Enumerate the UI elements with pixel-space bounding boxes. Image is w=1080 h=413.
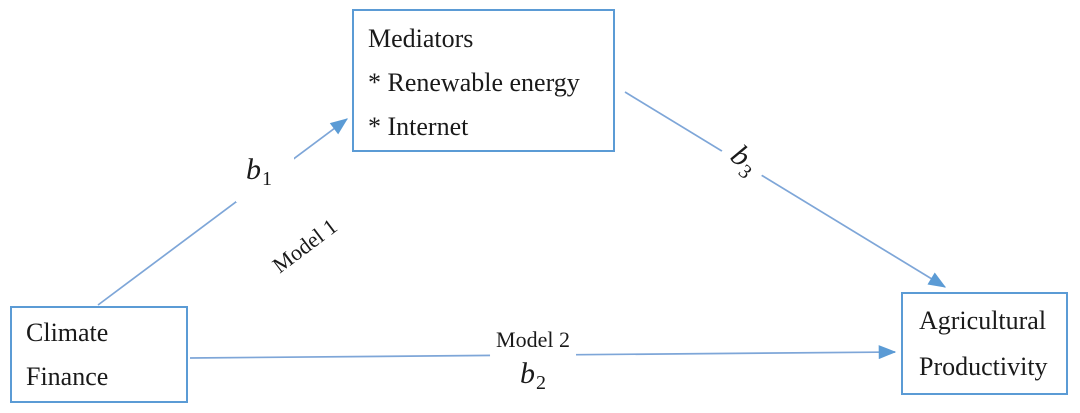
path-label-model2: Model 2 (496, 327, 570, 352)
mediators-item-internet: * Internet (368, 112, 469, 141)
path-label-b2: b2 (519, 357, 546, 394)
agricultural-productivity-line1: Agricultural (919, 306, 1047, 335)
agricultural-productivity-line2: Productivity (919, 352, 1048, 381)
path-label-model2-b2: Model 2 b2 (490, 325, 576, 402)
mediators-item-renewable-energy: * Renewable energy (368, 68, 580, 97)
climate-finance-line1: Climate (26, 318, 109, 347)
b2-subscript: 2 (535, 372, 546, 394)
arrow-mediators-to-agricultural (624, 91, 947, 288)
climate-finance-line2: Finance (26, 362, 109, 391)
node-climate-finance: Climate Finance (10, 306, 188, 403)
path-label-b1: b1 (236, 150, 294, 202)
b1-base: b (246, 153, 261, 186)
mediators-title: Mediators (368, 24, 474, 53)
b1-subscript: 1 (262, 168, 272, 190)
arrow-climate-to-mediators (97, 118, 348, 306)
b2-base: b (519, 357, 535, 390)
node-agricultural-productivity: Agricultural Productivity (901, 292, 1068, 395)
node-mediators: Mediators * Renewable energy * Internet (352, 9, 615, 152)
